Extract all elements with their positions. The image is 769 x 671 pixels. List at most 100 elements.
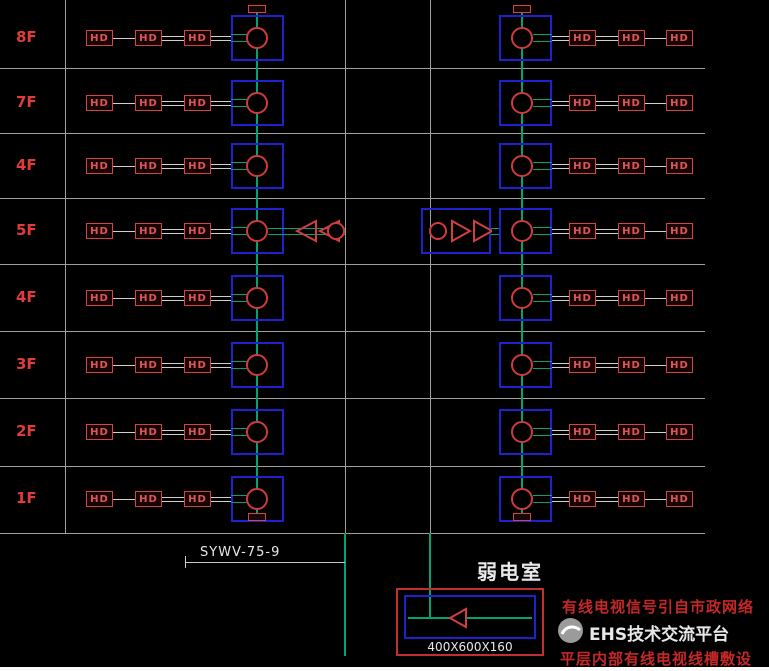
hd-outlet-box: HD [666,491,693,507]
tap-splitter-circle [511,155,533,177]
wire [552,36,569,37]
wire [596,168,618,169]
tap-wire [231,495,247,496]
wire [645,365,666,366]
hd-outlet-box: HD [666,158,693,174]
wire [113,166,135,167]
amplifier-icon [446,606,470,630]
wire [552,164,569,165]
hd-outlet-box: HD [135,290,162,306]
amplifier-port-circle [327,222,345,240]
amplifier-icon [450,219,495,243]
tap-splitter-circle [246,27,268,49]
floor-grid-line [0,398,705,399]
junction-box [499,342,552,388]
wire [162,501,184,502]
wire [162,300,184,301]
floor-grid-line [0,68,705,69]
tap-wire [533,502,552,503]
wire [113,499,135,500]
hd-outlet-box: HD [618,223,645,239]
riser-cable-right [521,10,523,517]
wire [645,231,666,232]
wire [162,233,184,234]
wire [162,367,184,368]
cable-type-label: SYWV-75-9 [200,545,281,560]
wire [645,38,666,39]
tap-wire [231,368,247,369]
wire [552,497,569,498]
junction-box [231,275,284,321]
hd-outlet-box: HD [135,158,162,174]
wire [596,501,618,502]
hd-outlet-box: HD [184,290,211,306]
riser-cable-left [256,10,258,517]
floor-label: 5F [16,221,37,239]
wire [211,430,231,431]
wire [596,434,618,435]
tap-wire [231,301,247,302]
hd-outlet-box: HD [135,30,162,46]
tap-splitter-circle [511,92,533,114]
tap-wire [533,34,552,35]
wire [596,101,618,102]
tap-wire [533,106,552,107]
tap-wire [533,428,552,429]
floor-label: 1F [16,489,37,507]
amp-wire [268,228,345,229]
tap-splitter-circle [246,220,268,242]
hd-outlet-box: HD [86,30,113,46]
wire [162,363,184,364]
hd-outlet-box: HD [666,357,693,373]
wire [162,168,184,169]
amplifier-port-circle [429,222,447,240]
tap-splitter-circle [246,155,268,177]
wire [552,434,569,435]
weak-current-cabinet-box [396,588,544,656]
cabinet-size-label: 400X600X160 [427,640,513,654]
hd-outlet-box: HD [135,357,162,373]
hd-outlet-box: HD [184,223,211,239]
wire [211,367,231,368]
line-terminator [513,513,531,521]
tap-splitter-circle [511,27,533,49]
watermark-note-2: 平层内部有线电视线槽敷设 [560,650,753,668]
junction-box [231,208,284,254]
line-terminator [248,513,266,521]
wire [552,40,569,41]
tap-wire [533,368,552,369]
tap-wire [231,169,247,170]
hd-outlet-box: HD [86,95,113,111]
hd-outlet-box: HD [86,424,113,440]
brand-text: EHS技术交流平台 [589,625,730,645]
hd-outlet-box: HD [666,30,693,46]
junction-box [499,409,552,455]
tap-wire [231,41,247,42]
junction-box [499,143,552,189]
tap-wire [231,162,247,163]
floor-label: 8F [16,28,37,46]
wire [552,296,569,297]
wire [162,497,184,498]
wire [596,497,618,498]
hd-outlet-box: HD [184,357,211,373]
line-terminator [248,5,266,13]
tap-splitter-circle [246,421,268,443]
hd-outlet-box: HD [135,95,162,111]
hd-outlet-box: HD [184,491,211,507]
tap-wire [533,301,552,302]
tap-splitter-circle [511,421,533,443]
wire [211,497,231,498]
tap-wire [231,34,247,35]
wire [211,36,231,37]
wire [596,229,618,230]
hd-outlet-box: HD [618,491,645,507]
floor-grid-line [0,533,705,534]
hd-outlet-box: HD [569,290,596,306]
floor-grid-line [0,198,705,199]
floor-label: 3F [16,355,37,373]
tap-wire [231,234,247,235]
wire [211,233,231,234]
junction-box [499,275,552,321]
wire [596,296,618,297]
